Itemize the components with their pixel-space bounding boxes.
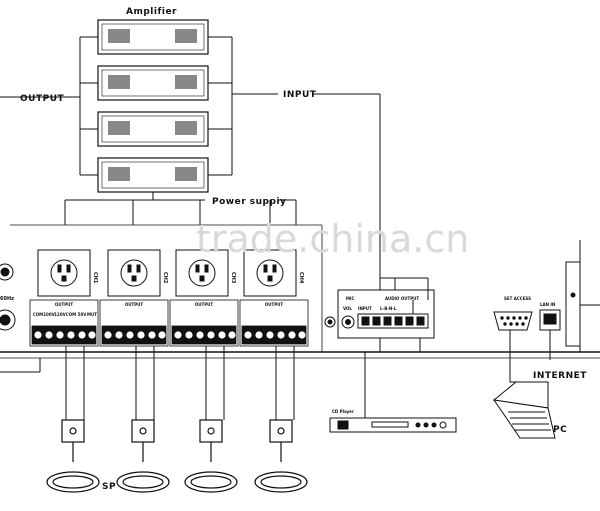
vol-label: VOL (343, 306, 352, 311)
power-supply-label: Power suppiy (212, 197, 286, 207)
power-supply-bus (64, 192, 297, 225)
output-bus (0, 36, 98, 176)
terminal-label: COM (66, 312, 76, 317)
power-outlet (107, 249, 161, 297)
terminal-block-1 (29, 299, 99, 347)
audio-output-label: AUDIO OUTPUT (385, 296, 419, 301)
outlet-label-ch2: CH2 (162, 272, 168, 284)
terminal-block-1-label: OUTPUT (55, 302, 74, 307)
input-bus (208, 36, 381, 290)
terminal-label: 100V (43, 312, 55, 317)
cd-player-label: CD Player (332, 409, 354, 414)
terminal-label: MUT (87, 312, 97, 317)
terminal-labels: COM 100V 120V COM 50V MUT (33, 312, 97, 317)
terminal-block-3 (169, 299, 239, 347)
input-module (324, 289, 435, 339)
speaker-unit (116, 419, 170, 493)
vol-ctrl-label: L-B-N-L (380, 306, 397, 311)
left-controls (0, 263, 16, 331)
speaker-unit (184, 419, 238, 493)
speaker-wiring (0, 346, 295, 420)
mic-label: MIC (346, 296, 354, 301)
sp-label: SP (102, 482, 116, 492)
amplifier-label: Amplifier (126, 7, 177, 17)
power-outlets (37, 249, 297, 297)
terminal-block-4-label: OUTPUT (265, 302, 284, 307)
speaker-unit (46, 419, 100, 493)
amplifier-unit (97, 111, 209, 147)
amplifier-stack (97, 19, 209, 193)
hz-label: 60Hz (0, 296, 14, 302)
terminal-block-3-label: OUTPUT (195, 302, 214, 307)
terminal-block-2-label: OUTPUT (125, 302, 144, 307)
outlet-label-ch3: CH3 (230, 272, 236, 284)
power-outlet (243, 249, 297, 297)
speakers (46, 419, 308, 493)
lan-in-label: LAN IN (540, 302, 555, 307)
terminal-label: 50V (78, 312, 88, 317)
pc-laptop (492, 330, 556, 439)
pc-label: PC (553, 425, 567, 435)
terminal-block-4 (239, 299, 309, 347)
speaker-unit (254, 419, 308, 493)
power-outlet (175, 249, 229, 297)
input-small-label: INPUT (358, 306, 372, 311)
amplifier-unit (97, 65, 209, 101)
rear-ports (493, 309, 561, 331)
input-module-wires (379, 277, 429, 352)
input-label: INPUT (283, 90, 317, 100)
amplifier-unit (97, 19, 209, 55)
output-terminal-blocks (29, 299, 309, 347)
rack-handle (565, 261, 600, 347)
internet-label: INTERNET (533, 371, 587, 381)
outlet-label-ch4: CH4 (298, 272, 304, 284)
terminal-label: 120V (54, 312, 66, 317)
terminal-label: COM (33, 312, 43, 317)
terminal-block-2 (99, 299, 169, 347)
cd-player (329, 352, 457, 433)
watermark: trade.china.cn (196, 217, 469, 261)
output-label: OUTPUT (20, 94, 65, 104)
outlet-label-ch1: CH1 (92, 272, 98, 284)
power-outlet (37, 249, 91, 297)
amplifier-unit (97, 157, 209, 193)
set-access-label: SET ACCESS (504, 296, 531, 301)
